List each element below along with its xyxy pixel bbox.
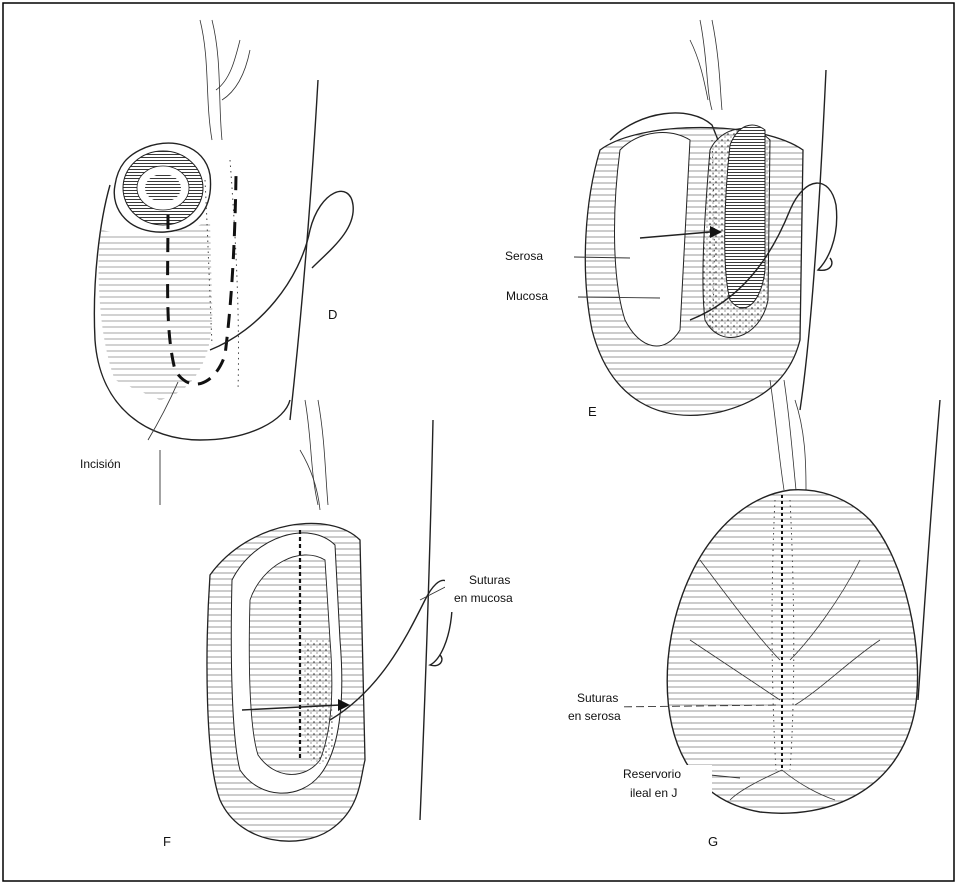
panel-label-g: G — [696, 830, 736, 852]
label-reservoir: Reservorio ileal en J — [584, 765, 712, 807]
label-reservoir-line2: ileal en J — [630, 786, 677, 800]
panel-label-e: E — [572, 400, 612, 422]
panel-letter-d: D — [328, 307, 337, 322]
label-incision-text: Incisión — [80, 457, 121, 471]
label-serosa: Serosa — [490, 245, 572, 265]
panel-label-f: F — [150, 830, 190, 852]
label-incision: Incisión — [30, 452, 158, 474]
panel-letter-g: G — [708, 834, 718, 849]
label-sutures-serosa: Suturas en serosa — [566, 686, 622, 728]
label-mucosa-text: Mucosa — [506, 289, 548, 303]
panel-letter-f: F — [163, 834, 171, 849]
panel-letter-e: E — [588, 404, 597, 419]
panel-label-d: D — [305, 300, 351, 322]
label-sutures-serosa-line2: en serosa — [568, 709, 621, 723]
label-sutures-serosa-line1: Suturas — [577, 691, 618, 705]
label-sutures-mucosa-line2: en mucosa — [454, 591, 513, 605]
label-sutures-mucosa: Suturas en mucosa — [445, 570, 535, 612]
label-reservoir-line1: Reservorio — [623, 767, 681, 781]
label-sutures-mucosa-line1: Suturas — [469, 573, 510, 587]
label-mucosa: Mucosa — [490, 285, 576, 305]
label-serosa-text: Serosa — [505, 249, 543, 263]
